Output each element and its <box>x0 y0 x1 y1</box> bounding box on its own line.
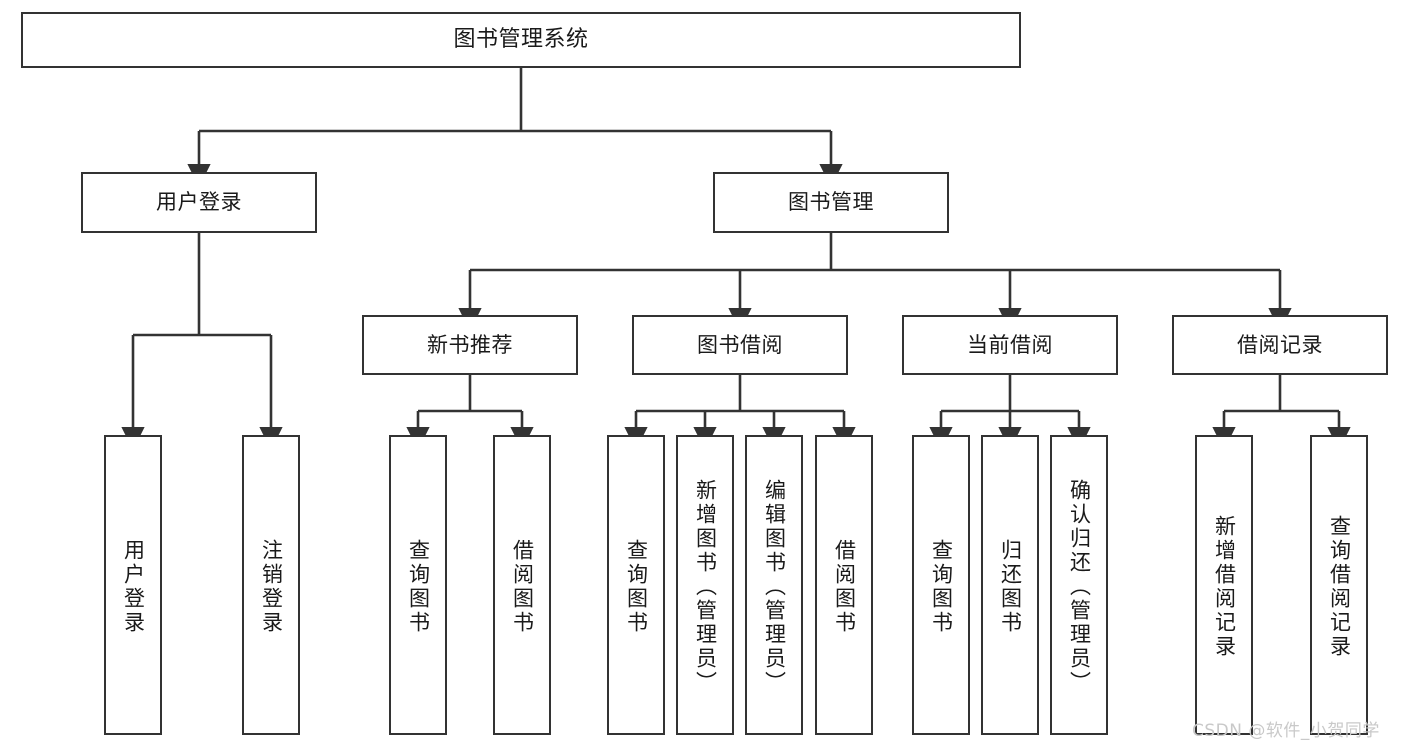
node-label: 归还图书 <box>998 539 1023 635</box>
node-label: 用户登录 <box>121 539 146 635</box>
node-leaf-borrow-book-1[interactable]: 借阅图书 <box>493 435 551 735</box>
node-leaf-confirm-return[interactable]: 确认归还（管理员） <box>1050 435 1108 735</box>
node-leaf-add-book[interactable]: 新增图书（管理员） <box>676 435 734 735</box>
node-leaf-edit-book[interactable]: 编辑图书（管理员） <box>745 435 803 735</box>
node-new-book-recommend[interactable]: 新书推荐 <box>362 315 578 375</box>
node-label: 新书推荐 <box>427 332 513 357</box>
node-label: 借阅记录 <box>1237 332 1323 357</box>
node-label: 图书管理系统 <box>453 27 589 53</box>
node-book-borrow[interactable]: 图书借阅 <box>632 315 848 375</box>
node-label: 新增图书（管理员） <box>693 479 718 695</box>
node-user-login[interactable]: 用户登录 <box>81 172 317 233</box>
node-label: 查询借阅记录 <box>1327 515 1352 659</box>
node-book-manage[interactable]: 图书管理 <box>713 172 949 233</box>
node-label: 用户登录 <box>156 190 242 215</box>
node-label: 编辑图书（管理员） <box>762 479 787 695</box>
node-leaf-query-record[interactable]: 查询借阅记录 <box>1310 435 1368 735</box>
node-label: 当前借阅 <box>967 332 1053 357</box>
node-leaf-logout[interactable]: 注销登录 <box>242 435 300 735</box>
node-root-book-management-system[interactable]: 图书管理系统 <box>21 12 1021 68</box>
node-current-borrow[interactable]: 当前借阅 <box>902 315 1118 375</box>
node-label: 借阅图书 <box>832 539 857 635</box>
node-label: 查询图书 <box>929 539 954 635</box>
node-label: 注销登录 <box>259 539 284 635</box>
node-leaf-borrow-book-2[interactable]: 借阅图书 <box>815 435 873 735</box>
node-leaf-query-book-2[interactable]: 查询图书 <box>607 435 665 735</box>
node-label: 查询图书 <box>624 539 649 635</box>
node-label: 查询图书 <box>406 539 431 635</box>
node-leaf-user-login[interactable]: 用户登录 <box>104 435 162 735</box>
node-label: 图书管理 <box>788 190 874 215</box>
node-leaf-return-book[interactable]: 归还图书 <box>981 435 1039 735</box>
node-leaf-query-book-3[interactable]: 查询图书 <box>912 435 970 735</box>
node-label: 图书借阅 <box>697 332 783 357</box>
node-leaf-query-book-1[interactable]: 查询图书 <box>389 435 447 735</box>
node-label: 借阅图书 <box>510 539 535 635</box>
node-borrow-record[interactable]: 借阅记录 <box>1172 315 1388 375</box>
csdn-watermark: CSDN @软件_小贺同学 <box>1192 721 1380 741</box>
node-label: 新增借阅记录 <box>1212 515 1237 659</box>
node-leaf-add-record[interactable]: 新增借阅记录 <box>1195 435 1253 735</box>
node-label: 确认归还（管理员） <box>1067 479 1092 695</box>
